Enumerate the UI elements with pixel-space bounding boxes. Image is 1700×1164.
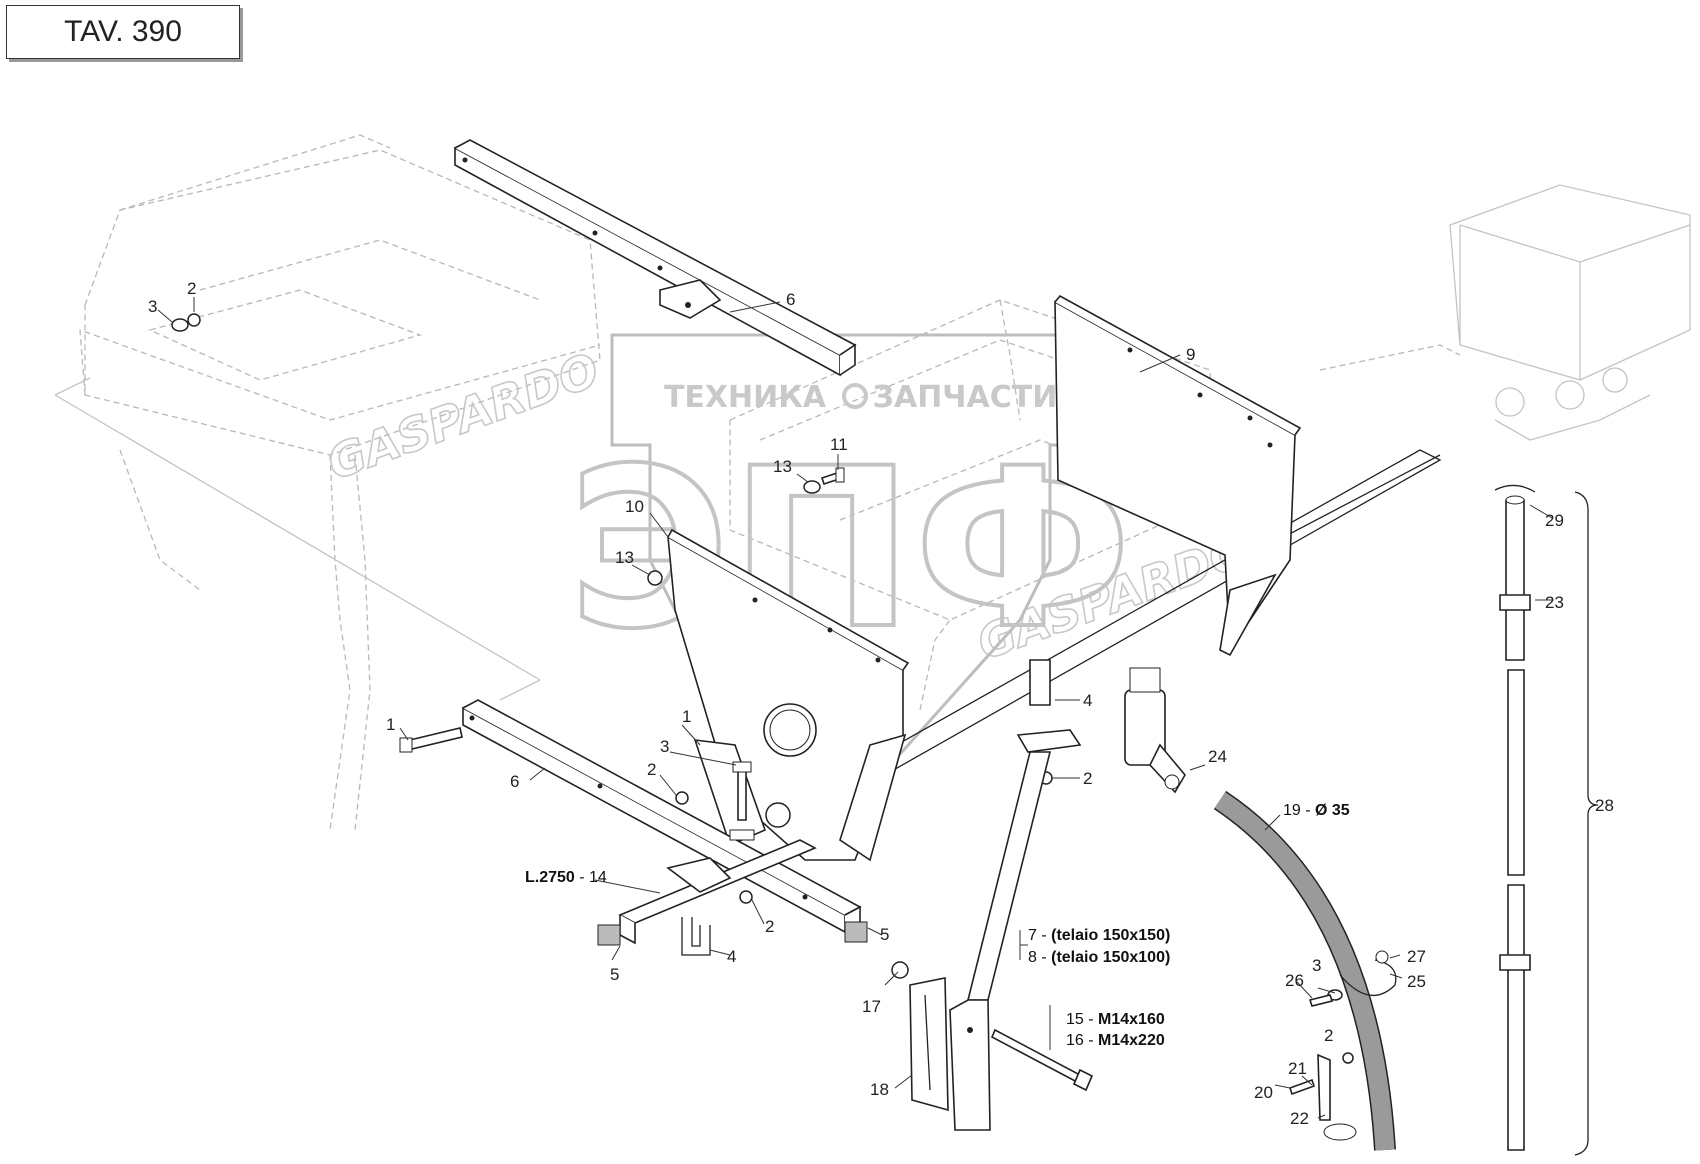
callout-22: 22 <box>1290 1109 1309 1128</box>
part-6-upper-bar <box>454 139 857 377</box>
part-19-hose <box>1213 790 1396 1151</box>
callout-17: 17 <box>862 997 881 1016</box>
part-1-bolt-left <box>399 727 463 753</box>
callout-4a: 4 <box>727 947 736 966</box>
callout-29: 29 <box>1545 511 1564 530</box>
leader-lines <box>157 297 1553 1119</box>
hopper-brand-left: GASPARDO <box>320 342 606 490</box>
callout-2d: 2 <box>1083 769 1092 788</box>
plate-title: TAV. 390 <box>6 5 240 59</box>
callout-3c: 3 <box>1312 956 1321 975</box>
callout-18: 18 <box>870 1080 889 1099</box>
part-4-u-bolt-lower <box>681 917 711 956</box>
part-10-front-plate <box>667 528 910 862</box>
spec-l2750-part: - 14 <box>575 869 607 886</box>
spec-frame8-size: (telaio 150x100) <box>1051 949 1170 966</box>
callout-4b: 4 <box>1083 691 1092 710</box>
spec-frame7-size: (telaio 150x150) <box>1051 927 1170 944</box>
callout-3b: 3 <box>660 737 669 756</box>
part-13-washers <box>647 480 821 586</box>
watermark-line2: ЗАПЧАСТИ <box>873 380 1058 415</box>
callout-2a: 2 <box>187 279 196 298</box>
part-2-nuts <box>187 313 1354 1064</box>
callout-23: 23 <box>1545 593 1564 612</box>
svg-text:15 - M14x160: 15 - M14x160 <box>1066 1011 1165 1028</box>
callout-1b: 1 <box>682 707 691 726</box>
callout-20: 20 <box>1254 1083 1273 1102</box>
part-28-tube-assembly <box>1494 484 1536 1151</box>
svg-text:8 - (telaio 150x100): 8 - (telaio 150x100) <box>1028 949 1170 966</box>
svg-text:19 - Ø 35: 19 - Ø 35 <box>1283 802 1350 819</box>
spec-hose-size: Ø 35 <box>1315 802 1350 819</box>
callout-10: 10 <box>625 497 644 516</box>
watermark-line1: ТЕХНИКА <box>664 380 827 415</box>
callout-5a: 5 <box>610 965 619 984</box>
callout-1a: 1 <box>386 715 395 734</box>
callout-26: 26 <box>1285 971 1304 990</box>
part-26-bolt <box>1308 994 1334 1007</box>
bracket-28 <box>1574 491 1599 1156</box>
ghost-hopper-right <box>1319 184 1691 441</box>
spec-frame7-part: 7 - <box>1028 927 1051 944</box>
spec-bolt16-size: M14x220 <box>1098 1032 1165 1049</box>
part-25-clamp <box>1339 950 1397 997</box>
spec-bolt15-part: 15 - <box>1066 1011 1098 1028</box>
callout-24: 24 <box>1208 747 1227 766</box>
callout-5b: 5 <box>880 925 889 944</box>
callout-labels: 3 2 6 9 11 13 10 13 1 1 3 2 6 L.2750 - 1… <box>148 279 1614 1128</box>
callout-2b: 2 <box>647 760 656 779</box>
gear-icon <box>842 383 868 409</box>
callout-2e: 2 <box>1324 1026 1333 1045</box>
part-5-caps <box>597 921 868 946</box>
spec-frame8-part: 8 - <box>1028 949 1051 966</box>
callout-27: 27 <box>1407 947 1426 966</box>
part-1-bolt-center <box>729 761 755 841</box>
callout-13a: 13 <box>773 457 792 476</box>
part-9-side-plate <box>1054 294 1302 657</box>
svg-text:7 - (telaio 150x150): 7 - (telaio 150x150) <box>1028 927 1170 944</box>
callout-2c: 2 <box>765 917 774 936</box>
spec-bolt15-size: M14x160 <box>1098 1011 1165 1028</box>
part-7-8-upright <box>909 659 1082 1131</box>
part-20-bolt <box>1288 1078 1316 1096</box>
part-15-16-bolt <box>990 1028 1094 1092</box>
callout-28: 28 <box>1595 796 1614 815</box>
part-24-drive-unit <box>1124 667 1186 794</box>
callout-11: 11 <box>830 435 848 454</box>
part-22-bracket <box>1317 1053 1357 1141</box>
svg-text:16 - M14x220: 16 - M14x220 <box>1066 1032 1165 1049</box>
spec-l2750-length: L.2750 <box>525 869 575 886</box>
spec-hose-part: 19 - <box>1283 802 1315 819</box>
callout-25: 25 <box>1407 972 1426 991</box>
callout-9: 9 <box>1186 345 1195 364</box>
callout-6b: 6 <box>510 772 519 791</box>
spec-bolt16-part: 16 - <box>1066 1032 1098 1049</box>
callout-13b: 13 <box>615 548 634 567</box>
callout-6a: 6 <box>786 290 795 309</box>
part-11-bolt <box>820 467 845 486</box>
svg-text:L.2750 - 14: L.2750 - 14 <box>525 869 607 886</box>
callout-21: 21 <box>1288 1059 1307 1078</box>
callout-3a: 3 <box>148 297 157 316</box>
